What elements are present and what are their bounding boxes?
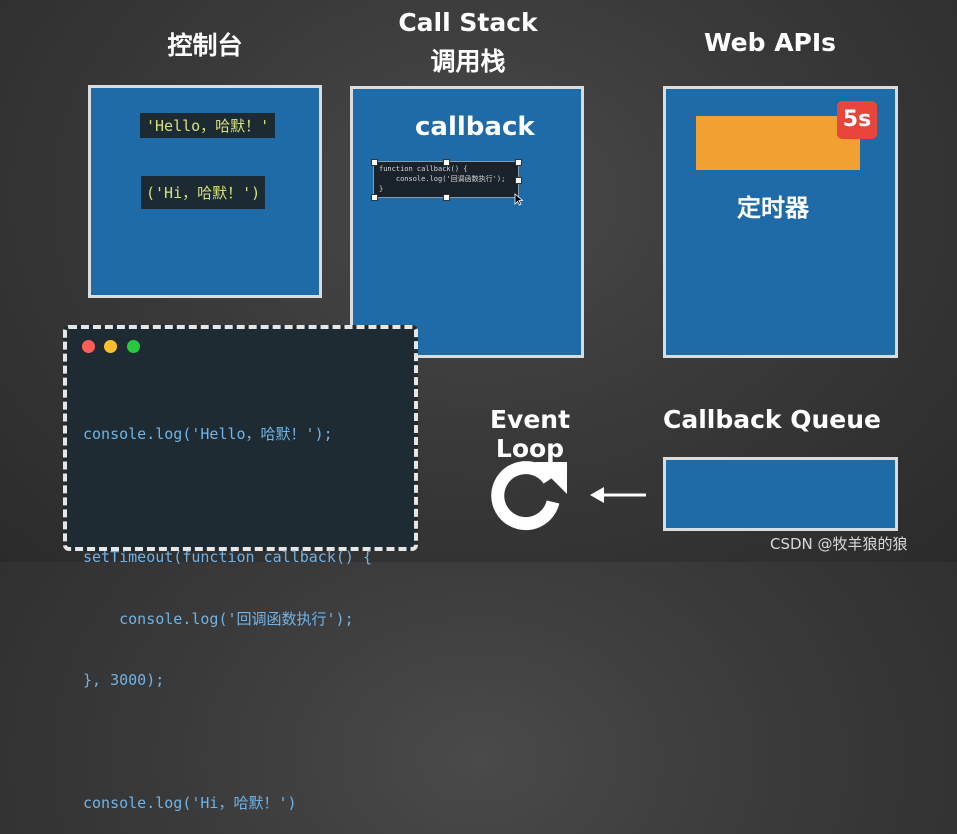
mouse-cursor-icon bbox=[514, 193, 524, 206]
resize-handle[interactable] bbox=[515, 177, 522, 184]
call-stack-zh-heading: 调用栈 bbox=[430, 47, 506, 76]
resize-handle[interactable] bbox=[515, 159, 522, 166]
arrow-left-icon bbox=[590, 487, 646, 503]
resize-handle[interactable] bbox=[371, 159, 378, 166]
console-heading: 控制台 bbox=[167, 31, 243, 60]
console-output-line: ('Hi，哈默！') bbox=[141, 176, 266, 209]
code-line: console.log('回调函数执行'); bbox=[83, 609, 354, 628]
code-block: console.log('Hello，哈默！'); setTimeout(fun… bbox=[83, 383, 372, 834]
snippet-line: } bbox=[379, 185, 384, 193]
timer-badge: 5s bbox=[837, 101, 877, 139]
event-loop-heading: Event Loop bbox=[489, 405, 571, 463]
code-line: setTimeout(function callback() { bbox=[83, 548, 372, 566]
code-line bbox=[83, 486, 372, 507]
call-stack-panel bbox=[350, 86, 584, 358]
timer-bar bbox=[696, 116, 860, 170]
callback-queue-heading: Callback Queue bbox=[662, 405, 882, 434]
call-stack-code-snippet: function callback() { console.log('回调函数执… bbox=[373, 161, 519, 198]
maximize-window-dot-icon[interactable] bbox=[127, 340, 140, 353]
resize-handle[interactable] bbox=[371, 194, 378, 201]
code-line bbox=[83, 732, 372, 753]
close-window-dot-icon[interactable] bbox=[82, 340, 95, 353]
call-stack-frame-title: callback bbox=[415, 112, 535, 142]
code-line: console.log('Hi，哈默！') bbox=[83, 794, 297, 812]
code-line: }, 3000); bbox=[83, 671, 165, 689]
snippet-line: console.log('回调函数执行'); bbox=[379, 175, 506, 183]
web-apis-heading: Web APIs bbox=[703, 28, 837, 57]
code-editor-window bbox=[63, 325, 418, 551]
code-line: console.log('Hello，哈默！'); bbox=[83, 425, 333, 443]
resize-handle[interactable] bbox=[443, 159, 450, 166]
console-output-line: 'Hello，哈默！' bbox=[140, 113, 276, 138]
watermark: CSDN @牧羊狼的狼 bbox=[770, 535, 908, 553]
refresh-loop-icon bbox=[491, 461, 567, 531]
callback-queue-panel bbox=[663, 457, 898, 531]
snippet-line: function callback() { bbox=[379, 165, 468, 173]
resize-handle[interactable] bbox=[443, 194, 450, 201]
call-stack-heading: Call Stack bbox=[398, 8, 538, 37]
timer-label: 定时器 bbox=[737, 194, 809, 222]
minimize-window-dot-icon[interactable] bbox=[104, 340, 117, 353]
